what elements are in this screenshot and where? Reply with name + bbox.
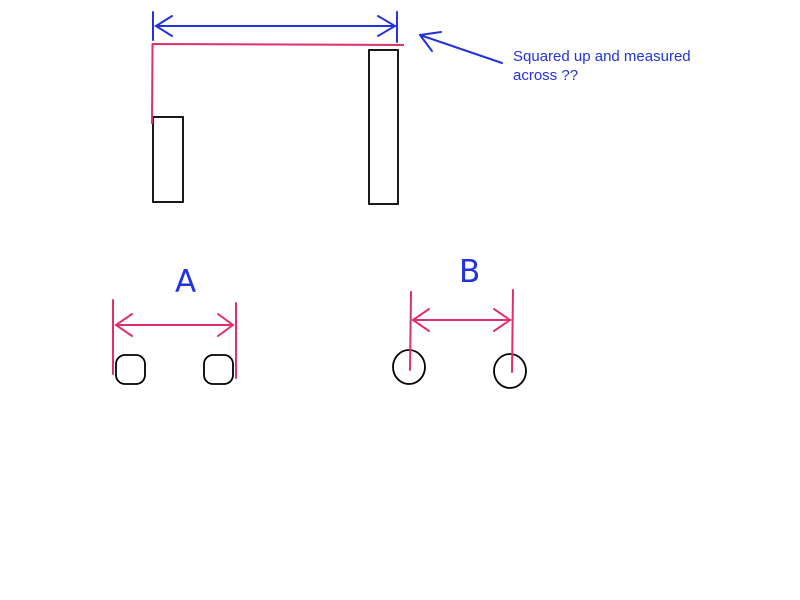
right-post bbox=[368, 49, 399, 205]
squared-up-line bbox=[151, 43, 405, 125]
top-figure: Squared up and measured across ?? bbox=[151, 11, 691, 205]
option-a-left-post bbox=[115, 354, 146, 385]
option-a-right-post bbox=[203, 354, 234, 385]
option-a: A bbox=[112, 264, 237, 385]
option-b-left-extension bbox=[409, 291, 412, 371]
option-a-measure bbox=[112, 299, 237, 379]
top-measure-arrow bbox=[152, 11, 398, 43]
option-b: B bbox=[392, 254, 527, 389]
annotation-line-1: Squared up and measured bbox=[513, 48, 691, 65]
option-a-right-head bbox=[217, 313, 235, 337]
top-measure-right-head bbox=[377, 15, 397, 37]
top-measure-left-head bbox=[154, 15, 173, 37]
label-a: A bbox=[175, 264, 196, 300]
label-b: B bbox=[459, 254, 480, 290]
option-b-right-extension bbox=[511, 289, 514, 373]
option-b-right-head bbox=[493, 308, 512, 332]
option-a-left-head bbox=[114, 313, 133, 337]
option-b-left-post bbox=[392, 349, 426, 385]
option-b-right-post bbox=[493, 353, 527, 389]
annotation-pointer-arrow bbox=[419, 31, 503, 64]
annotation-line-2: across ?? bbox=[513, 67, 578, 84]
option-b-left-head bbox=[411, 308, 430, 332]
left-post bbox=[152, 116, 184, 203]
option-b-measure bbox=[409, 289, 514, 373]
